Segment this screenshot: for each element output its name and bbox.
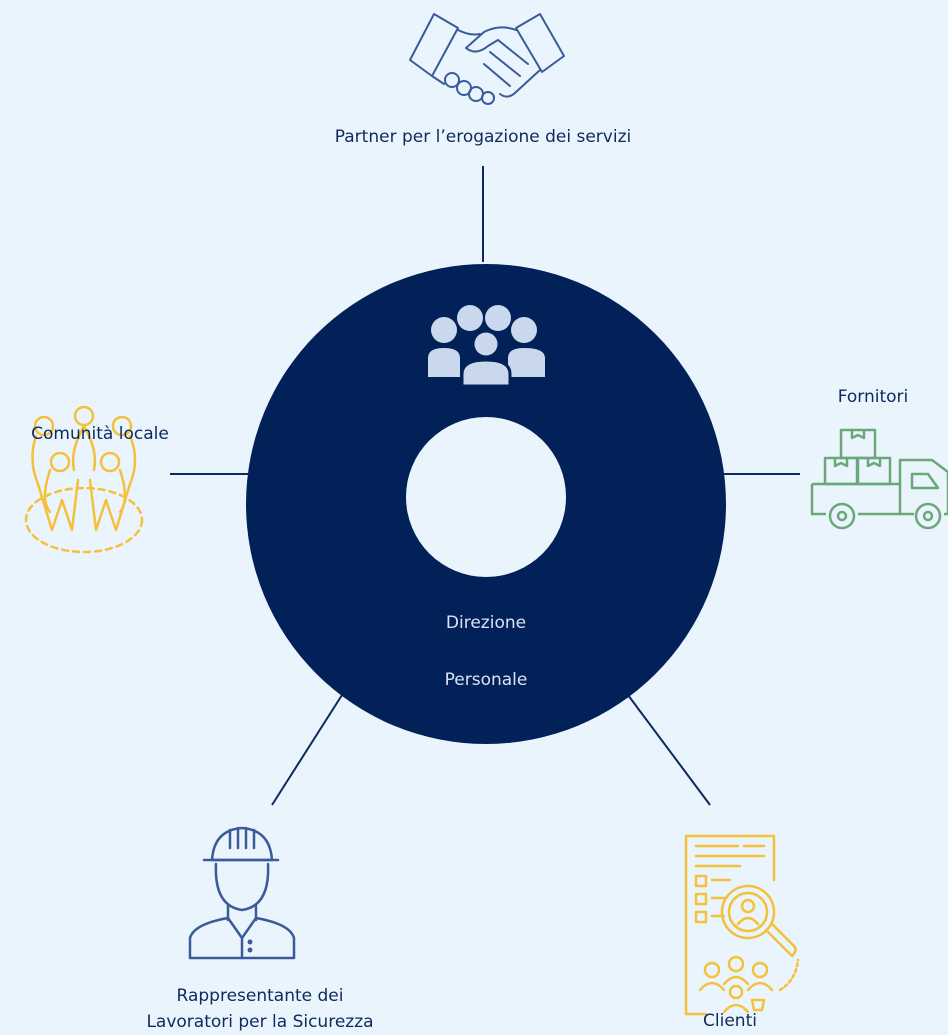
- label-rls: Rappresentante dei Lavoratori per la Sic…: [146, 986, 374, 1032]
- label-fornitori: Fornitori: [837, 387, 909, 407]
- label-partner: Partner per l’erogazione dei servizi: [334, 127, 632, 147]
- center-label-personale: Personale: [444, 670, 528, 690]
- people-group-icon: [428, 305, 545, 388]
- label-clienti: Clienti: [703, 1011, 757, 1031]
- central-hole: [406, 417, 566, 577]
- delivery-truck-icon: [810, 428, 948, 530]
- label-comunita: Comunità locale: [31, 424, 169, 444]
- community-people-icon: [24, 405, 144, 554]
- connector-rls: [271, 694, 343, 806]
- connector-clienti: [627, 694, 711, 806]
- center-label-direzione: Direzione: [445, 613, 527, 633]
- construction-worker-icon: [188, 826, 296, 960]
- client-document-search-icon: [684, 834, 800, 1016]
- handshake-icon: [409, 13, 565, 105]
